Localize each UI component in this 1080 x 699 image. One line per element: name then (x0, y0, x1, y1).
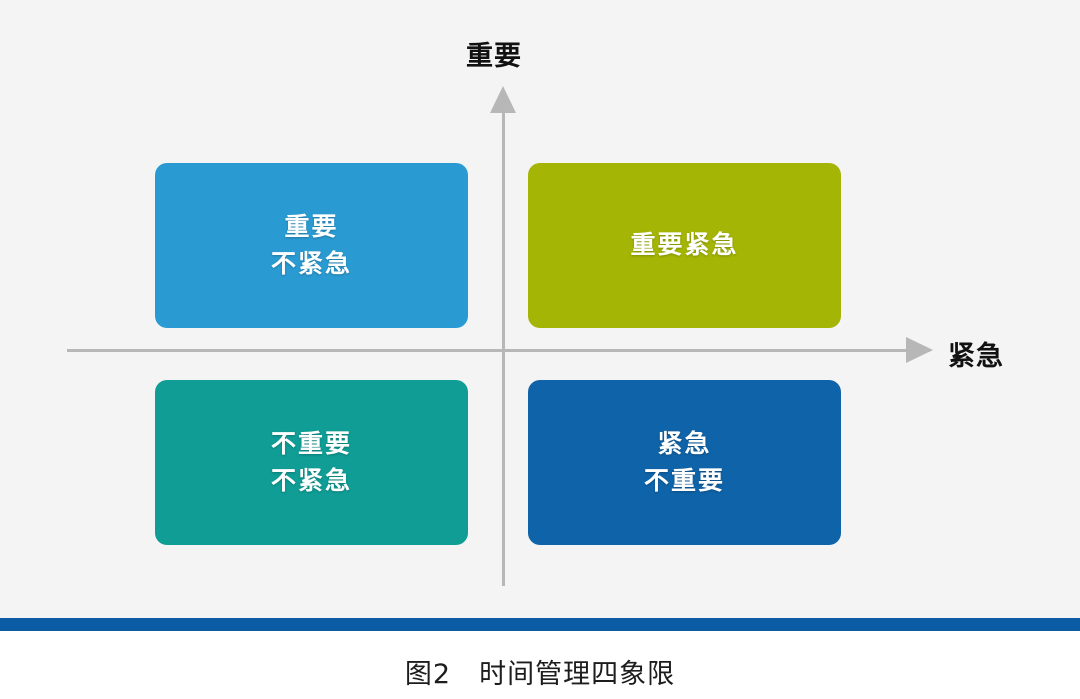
figure-caption: 图2 时间管理四象限 (404, 659, 676, 690)
horizontal-axis-label: 紧急 (948, 341, 1004, 372)
quadrant-label-line: 不重要 (643, 465, 725, 495)
quadrant-label-line: 紧急 (657, 429, 712, 459)
blue-divider-rule (0, 618, 1080, 631)
quadrant-label-line: 重要紧急 (630, 230, 739, 260)
quadrant-urgent-not-important[interactable]: 紧急 不重要 (528, 380, 850, 552)
horizontal-axis-arrow-icon (906, 337, 933, 363)
horizontal-axis-line (67, 349, 930, 352)
quadrant-important-urgent[interactable]: 重要紧急 (528, 163, 850, 335)
quadrant-label-line: 重要 (284, 212, 339, 242)
quadrant-important-not-urgent[interactable]: 重要 不紧急 (155, 163, 477, 335)
quadrant-not-important-not-urgent[interactable]: 不重要 不紧急 (155, 380, 477, 552)
vertical-axis-label: 重要 (466, 41, 522, 72)
quadrant-label-line: 不紧急 (270, 465, 352, 495)
quadrant-label-line: 不重要 (270, 429, 352, 459)
diagram-canvas: 重要 紧急 重要 不紧急 重要紧急 不重要 不紧急 紧急 不重要 (0, 0, 1080, 618)
quadrant-label-line: 不紧急 (270, 248, 352, 278)
vertical-axis-line (502, 100, 505, 586)
vertical-axis-arrow-icon (490, 86, 516, 113)
